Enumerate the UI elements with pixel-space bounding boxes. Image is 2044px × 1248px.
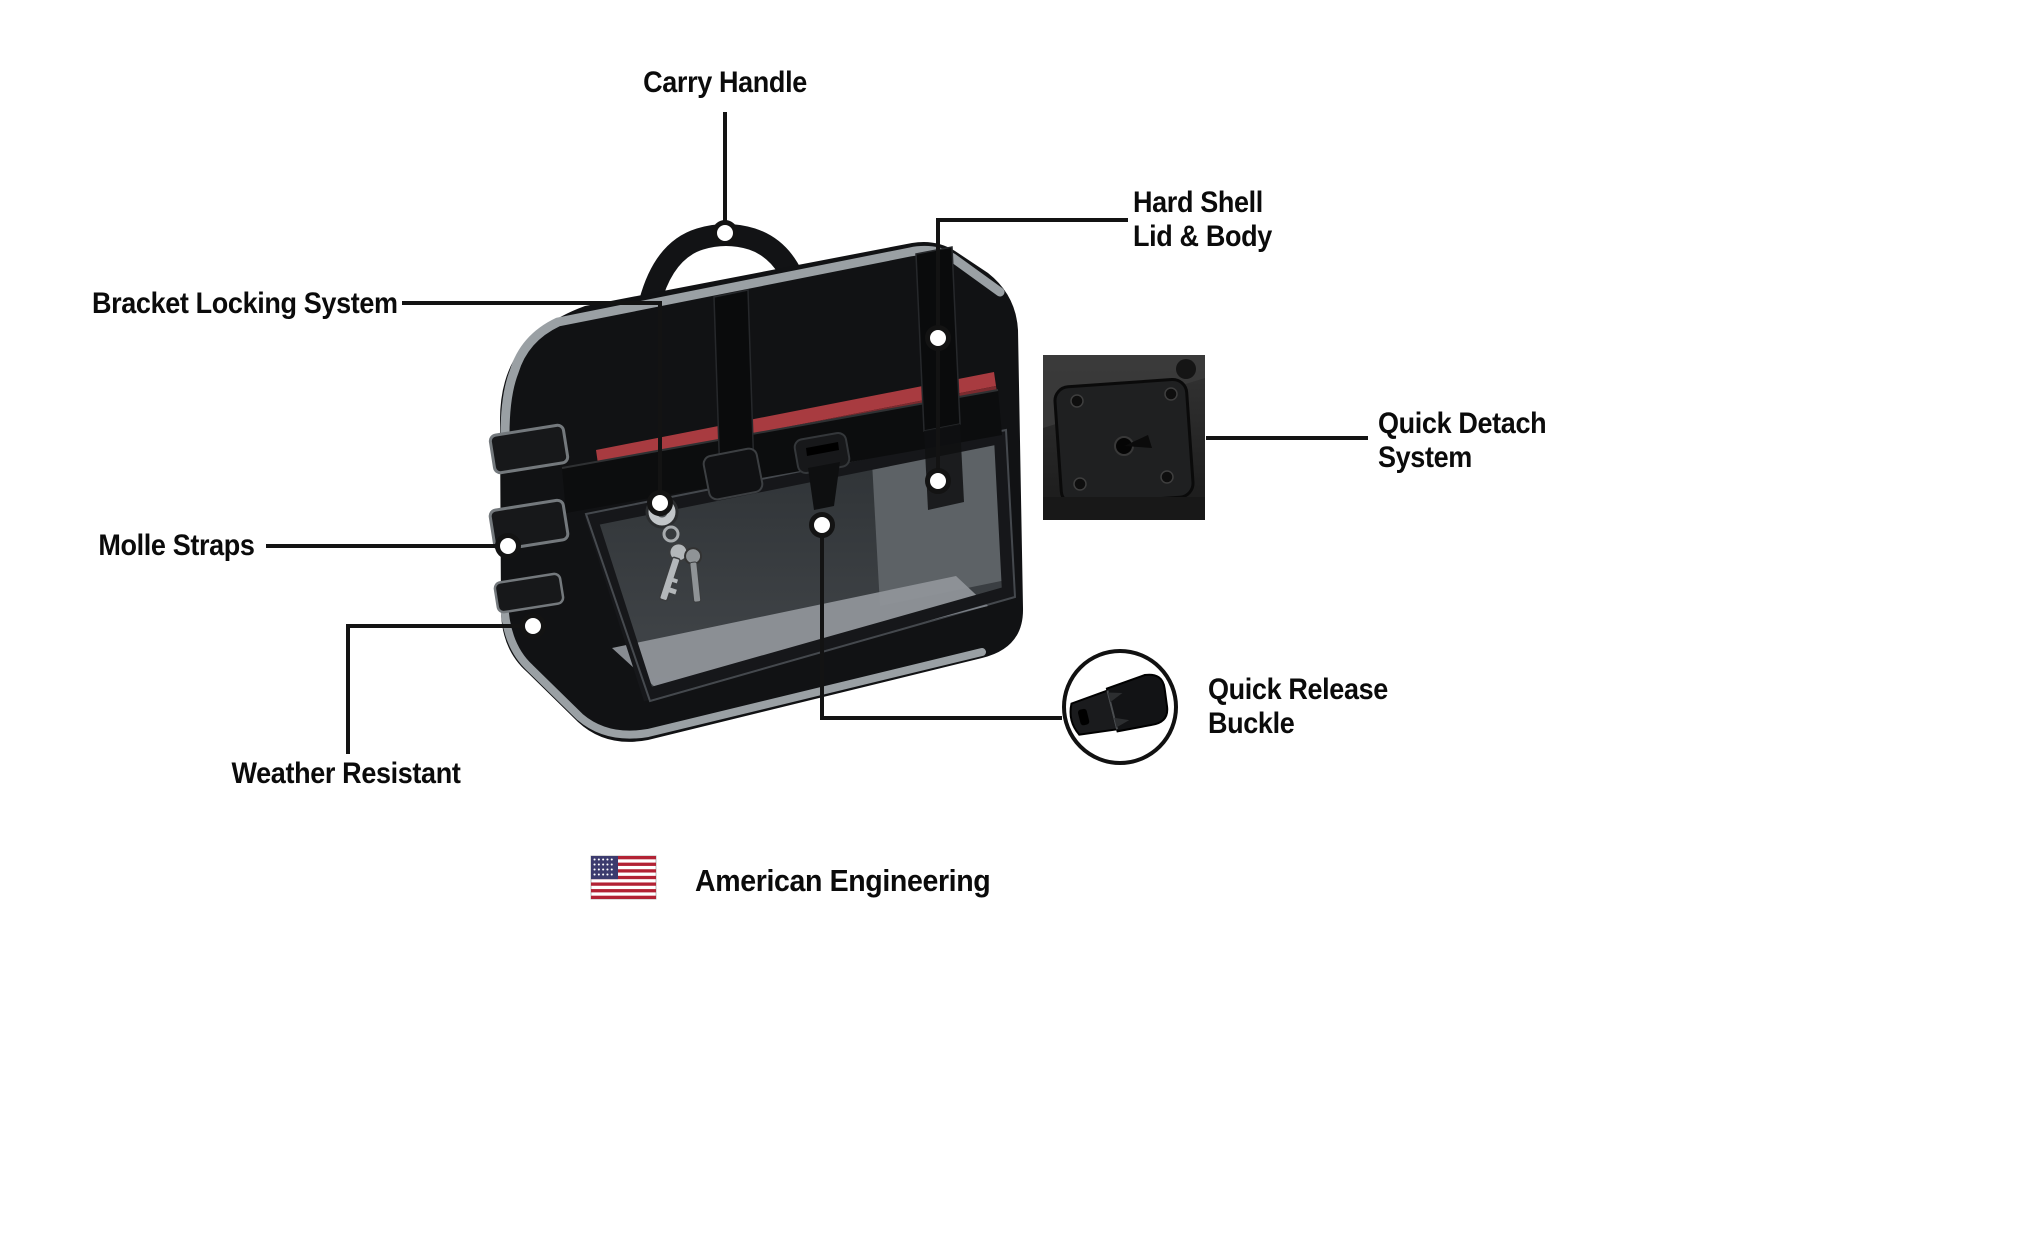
hard-shell-label-line1: Hard Shell: [1133, 186, 1263, 219]
callout-marker-weather: [520, 613, 546, 639]
quick-release-label-line1: Quick Release: [1208, 673, 1388, 706]
hard-shell-label-line2: Lid & Body: [1133, 220, 1272, 253]
callout-marker-buckle: [809, 512, 835, 538]
quick-detach-photo: [1043, 355, 1205, 520]
callout-lines: [266, 112, 1368, 754]
left-strap: [702, 289, 764, 501]
callout-markers: [495, 220, 951, 639]
front-window: [584, 428, 1017, 703]
quick-detach-label: Quick Detach System: [1378, 407, 1547, 475]
callout-marker-carry-handle: [712, 220, 738, 246]
molle-straps-label: Molle Straps: [98, 529, 256, 563]
quick-release-line: [820, 536, 1062, 720]
callout-marker-lid: [925, 325, 951, 351]
hard-shell-line: [936, 218, 1128, 327]
saddlebag-illustration: [488, 224, 1024, 742]
cobra-buckle-icon: [1069, 673, 1169, 736]
molle-straps-label-text: Molle Straps: [98, 529, 256, 562]
weather-resistant-line: [346, 624, 522, 754]
weather-resistant-label-text: Weather Resistant: [231, 757, 461, 790]
center-buckle-art: [793, 432, 851, 510]
quick-release-label-line2: Buckle: [1208, 707, 1295, 740]
bracket-locking-line: [402, 301, 662, 492]
callout-marker-body: [925, 468, 951, 494]
american-engineering-text: American Engineering: [695, 863, 991, 898]
quick-detach-label-line1: Quick Detach: [1378, 407, 1547, 440]
molle-straps-art: [488, 423, 570, 614]
american-engineering-label: American Engineering: [695, 862, 991, 900]
quick-detach-label-line2: System: [1378, 441, 1472, 474]
weather-resistant-label: Weather Resistant: [232, 757, 461, 791]
carry-handle-label-text: Carry Handle: [643, 66, 807, 99]
bracket-locking-label: Bracket Locking System: [92, 287, 398, 321]
callout-marker-bracket: [647, 490, 673, 516]
hard-shell-label: Hard Shell Lid & Body: [1133, 186, 1272, 254]
bracket-locking-label-text: Bracket Locking System: [92, 287, 398, 320]
carry-handle-label: Carry Handle: [643, 66, 807, 100]
callout-marker-molle: [495, 533, 521, 559]
quick-release-buckle-inset: [1062, 649, 1178, 765]
us-flag-icon: [590, 855, 657, 900]
quick-release-label: Quick Release Buckle: [1208, 673, 1388, 741]
